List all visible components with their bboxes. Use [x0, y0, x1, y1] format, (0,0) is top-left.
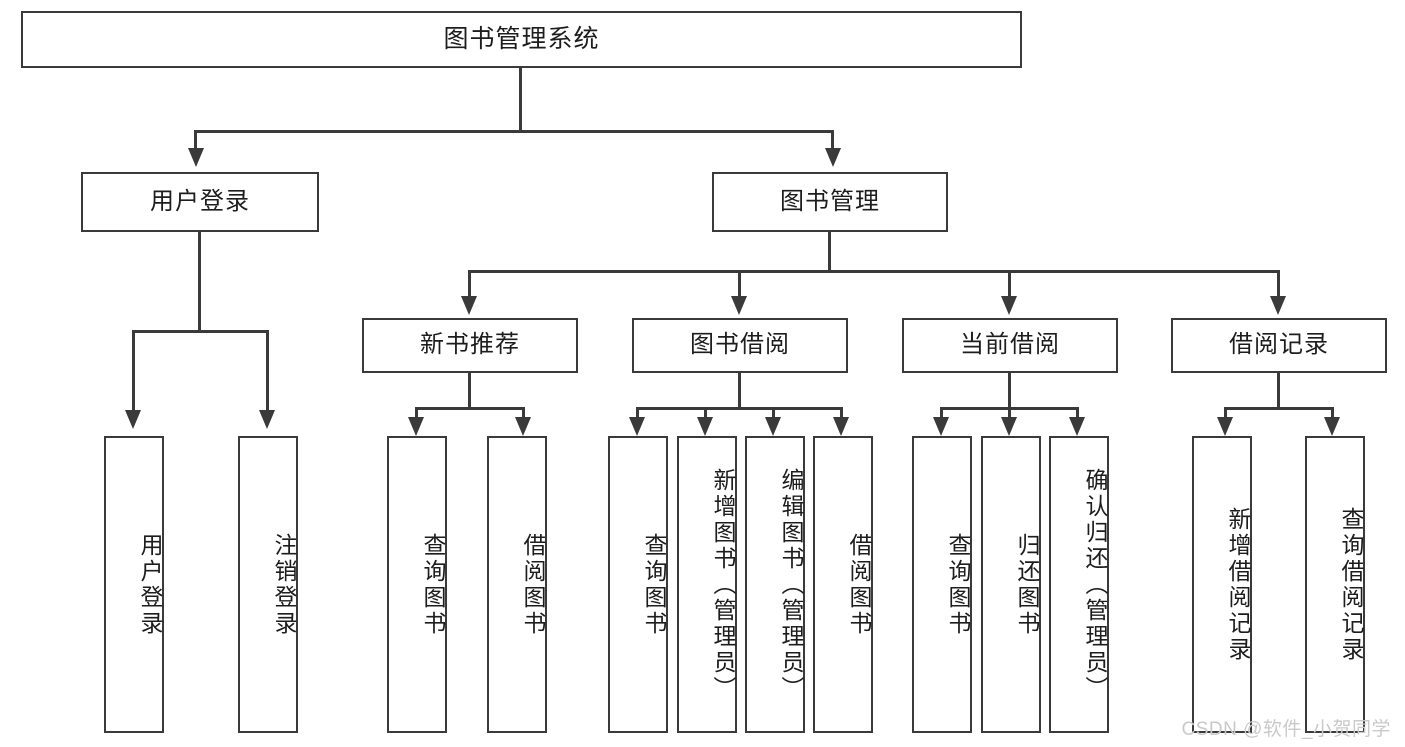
connector-root-to-book-manage [831, 130, 834, 150]
arrowhead-book-borrow [731, 296, 747, 315]
node-borrow-record[interactable]: 借阅记录 [1171, 318, 1387, 373]
connector-bm-drop-1 [468, 270, 471, 298]
connector-cb-stem [1008, 373, 1011, 409]
connector-bm-drop-4 [1277, 270, 1280, 298]
connector-br-drop-1 [1224, 407, 1227, 419]
connector-root-bar [194, 130, 834, 133]
connector-nbr-drop-1 [415, 407, 418, 419]
arrowhead-leaf-logout [259, 410, 275, 429]
connector-nbr-bar [415, 407, 525, 410]
connector-root-to-user-login [194, 130, 197, 150]
node-root-system[interactable]: 图书管理系统 [21, 11, 1022, 68]
connector-br-stem [1277, 373, 1280, 409]
connector-book-manage-stem [828, 232, 831, 272]
arrowhead-borrow-record [1270, 296, 1286, 315]
leaf-bb-add-book[interactable]: 新增图书（管理员） [677, 436, 737, 733]
arrowhead-leaf-bb-edit-book [765, 417, 781, 436]
connector-bb-bar [636, 407, 843, 410]
arrowhead-user-login [188, 148, 204, 167]
connector-bb-drop-4 [840, 407, 843, 419]
connector-root-stem [519, 68, 522, 132]
leaf-nbr-query-book[interactable]: 查询图书 [387, 436, 447, 733]
arrowhead-current-borrow [1001, 296, 1017, 315]
leaf-bb-edit-book[interactable]: 编辑图书（管理员） [745, 436, 805, 733]
arrowhead-leaf-nbr-borrow-book [515, 417, 531, 436]
node-current-borrow[interactable]: 当前借阅 [902, 318, 1118, 373]
leaf-cb-return-book[interactable]: 归还图书 [981, 436, 1041, 733]
arrowhead-book-manage [825, 148, 841, 167]
connector-cb-drop-2 [1008, 407, 1011, 419]
connector-user-login-stem [198, 232, 201, 332]
node-new-book-recommend[interactable]: 新书推荐 [362, 318, 578, 373]
connector-br-drop-2 [1331, 407, 1334, 419]
connector-nbr-stem [468, 373, 471, 409]
arrowhead-leaf-bb-add-book [697, 417, 713, 436]
connector-bm-drop-3 [1008, 270, 1011, 298]
connector-cb-drop-3 [1076, 407, 1079, 419]
connector-book-manage-bar [468, 270, 1280, 273]
connector-bb-drop-2 [704, 407, 707, 419]
arrowhead-leaf-cb-return-book [1001, 417, 1017, 436]
node-book-management[interactable]: 图书管理 [712, 172, 948, 232]
connector-bb-drop-1 [636, 407, 639, 419]
arrowhead-leaf-cb-query-book [933, 417, 949, 436]
arrowhead-leaf-bb-query-book [629, 417, 645, 436]
leaf-bb-borrow-book[interactable]: 借阅图书 [813, 436, 873, 733]
connector-bm-drop-2 [738, 270, 741, 298]
arrowhead-leaf-br-query-record [1324, 417, 1340, 436]
connector-user-login-drop-1 [132, 330, 135, 412]
connector-user-login-bar [132, 330, 269, 333]
leaf-br-query-record[interactable]: 查询借阅记录 [1305, 436, 1365, 733]
node-user-login[interactable]: 用户登录 [81, 172, 319, 232]
leaf-cb-confirm-return[interactable]: 确认归还（管理员） [1049, 436, 1109, 733]
leaf-user-login[interactable]: 用户登录 [104, 436, 164, 733]
node-book-borrow[interactable]: 图书借阅 [632, 318, 848, 373]
leaf-nbr-borrow-book[interactable]: 借阅图书 [487, 436, 547, 733]
connector-bb-stem [738, 373, 741, 409]
connector-user-login-drop-2 [266, 330, 269, 412]
arrowhead-leaf-cb-confirm-return [1069, 417, 1085, 436]
leaf-bb-query-book[interactable]: 查询图书 [608, 436, 668, 733]
arrowhead-leaf-nbr-query-book [408, 417, 424, 436]
arrowhead-leaf-bb-borrow-book [833, 417, 849, 436]
arrowhead-leaf-br-add-record [1217, 417, 1233, 436]
arrowhead-new-book-recommend [461, 296, 477, 315]
connector-nbr-drop-2 [522, 407, 525, 419]
connector-cb-drop-1 [940, 407, 943, 419]
connector-br-bar [1224, 407, 1334, 410]
leaf-br-add-record[interactable]: 新增借阅记录 [1192, 436, 1252, 733]
leaf-cb-query-book[interactable]: 查询图书 [912, 436, 972, 733]
connector-bb-drop-3 [772, 407, 775, 419]
arrowhead-leaf-user-login [125, 410, 141, 429]
leaf-logout[interactable]: 注销登录 [238, 436, 298, 733]
